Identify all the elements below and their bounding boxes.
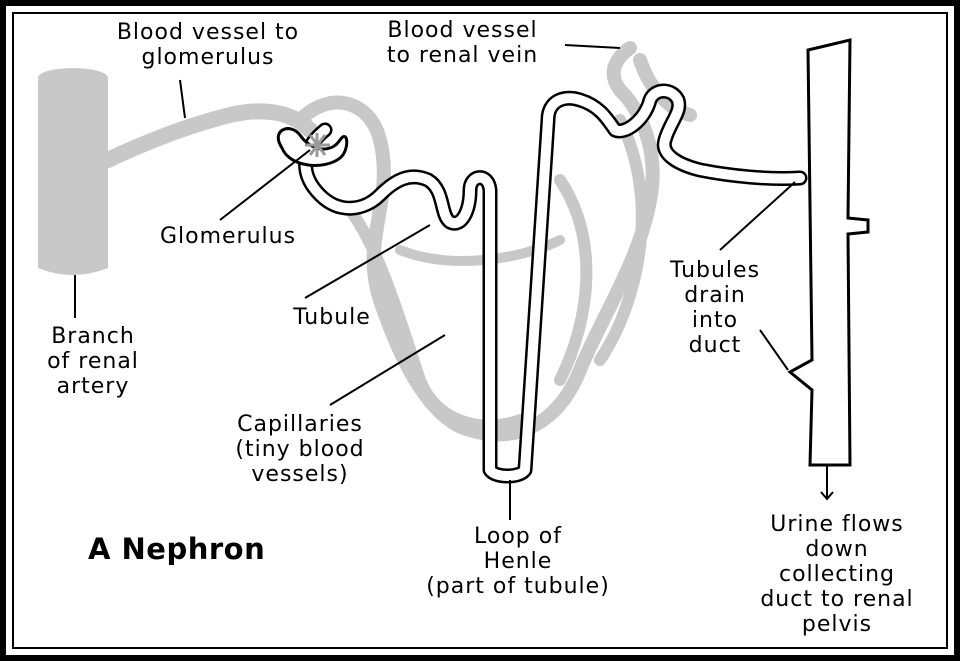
nephron-tubule — [276, 83, 808, 484]
label-capillaries: Capillaries (tiny blood vessels) — [235, 412, 365, 487]
renal-artery-branch — [38, 80, 108, 275]
artery-top — [38, 68, 108, 88]
leader-lines — [74, 44, 834, 520]
label-urine-flows: Urine flows down collecting duct to rena… — [760, 512, 914, 637]
glomerulus-knot — [305, 133, 330, 157]
label-glomerulus: Glomerulus — [159, 224, 297, 249]
afferent-vessel — [100, 103, 318, 168]
label-vessel-to-vein: Blood vessel to renal vein — [386, 18, 539, 68]
blood-vessels — [38, 41, 697, 442]
inner-frame — [12, 12, 948, 649]
label-vessel-to-glomerulus: Blood vessel to glomerulus — [116, 20, 300, 70]
label-tubule: Tubule — [293, 305, 371, 330]
label-loop-of-henle: Loop of Henle (part of tubule) — [426, 524, 610, 599]
bowmans-capsule — [276, 127, 349, 167]
collecting-duct — [787, 38, 870, 467]
label-tubules-drain: Tubules drain into duct — [669, 258, 761, 358]
label-branch-renal-artery: Branch of renal artery — [47, 324, 139, 399]
diagram-title: A Nephron — [88, 532, 266, 566]
capillary-network — [293, 41, 660, 442]
